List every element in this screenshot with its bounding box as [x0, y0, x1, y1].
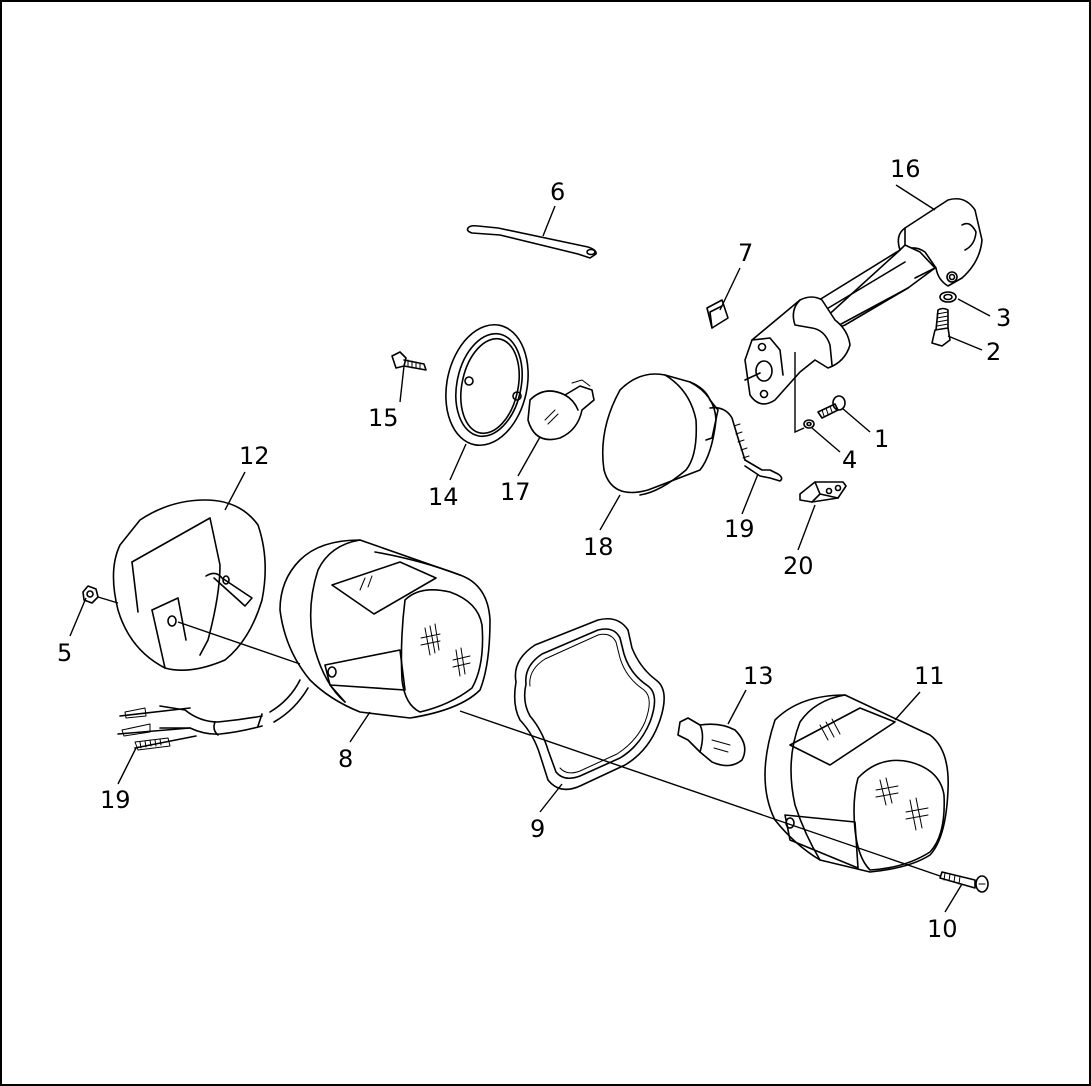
part-11-lens [764, 694, 949, 873]
callout-2: 2 [986, 338, 1001, 366]
part-3-lock-washer [939, 291, 957, 303]
callout-7: 7 [738, 239, 753, 267]
part-15-screw [391, 351, 427, 371]
assembly-line-center [459, 710, 941, 877]
part-1-screw [817, 395, 846, 419]
part-20-connector [799, 481, 847, 503]
callout-3: 3 [996, 304, 1011, 332]
callout-16: 16 [890, 155, 921, 183]
callout-15: 15 [368, 404, 399, 432]
part-8-tail-lamp-housing [279, 539, 491, 719]
callout-11: 11 [914, 662, 945, 690]
part-7-clip [706, 299, 729, 329]
leader-lines [69, 184, 991, 913]
part-18-lamp-housing [601, 373, 783, 496]
callout-13: 13 [743, 662, 774, 690]
part-6-cable-strap [466, 224, 597, 259]
callout-10: 10 [927, 915, 958, 943]
part-9-gasket [513, 617, 665, 791]
callout-1: 1 [874, 425, 889, 453]
callout-18: 18 [583, 533, 614, 561]
part-13-bulb [677, 717, 746, 767]
part-2-hex-bolt [931, 307, 951, 347]
part-19-wiring-harness [117, 679, 309, 751]
callout-4: 4 [842, 446, 857, 474]
part-5-nut [82, 585, 99, 604]
callout-12: 12 [239, 442, 270, 470]
callout-9: 9 [530, 815, 545, 843]
part-10-long-screw [939, 871, 989, 893]
callout-17: 17 [500, 478, 531, 506]
callout-5: 5 [57, 639, 72, 667]
callout-6: 6 [550, 178, 565, 206]
part-4-nut [803, 419, 815, 429]
part-14-trim-ring [445, 323, 529, 447]
callout-14: 14 [428, 483, 459, 511]
callout-20: 20 [783, 552, 814, 580]
callout-19-left: 19 [100, 786, 131, 814]
part-16-mounting-bracket [744, 197, 983, 405]
part-17-bulb [527, 379, 595, 441]
callout-labels: 1 2 3 4 5 6 7 8 9 10 11 12 13 14 15 16 1… [57, 155, 1011, 943]
callout-8: 8 [338, 745, 353, 773]
assembly-line-left [177, 621, 301, 665]
callout-19-right: 19 [724, 515, 755, 543]
part-12-backing-plate [112, 499, 266, 671]
